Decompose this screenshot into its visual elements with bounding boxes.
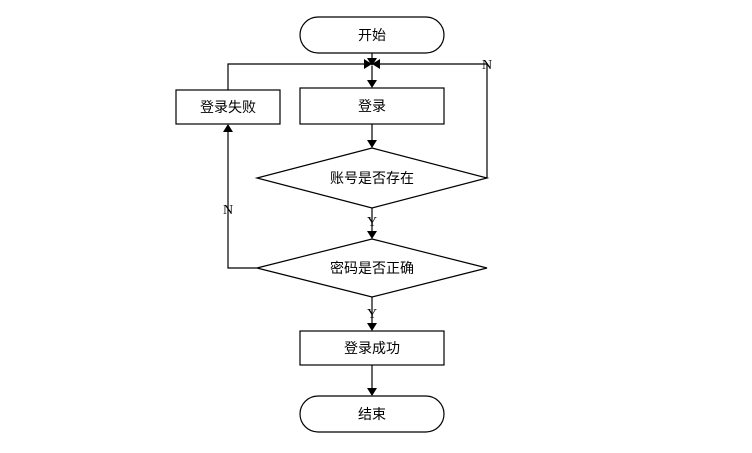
login-node: 登录	[299, 87, 445, 125]
arrow-password-no	[223, 124, 233, 132]
arrow-failed-merge	[364, 59, 372, 69]
login-label: 登录	[358, 99, 386, 115]
branch-no-password-label: N	[223, 203, 233, 218]
end-node: 结束	[299, 395, 445, 433]
login-failed-label: 登录失败	[200, 100, 256, 116]
end-label: 结束	[358, 407, 386, 423]
arrow-success-end	[367, 388, 377, 396]
account-exists-label: 账号是否存在	[330, 171, 414, 187]
start-node: 开始	[299, 16, 445, 54]
arrow-password-yes	[367, 323, 377, 331]
connector-failed-merge	[227, 63, 364, 90]
arrow-account-yes	[367, 231, 377, 239]
login-failed-node: 登录失败	[175, 89, 281, 125]
arrow-account-no	[372, 59, 380, 69]
arrow-start-merge	[367, 58, 377, 66]
arrow-merge-login	[367, 80, 377, 88]
connector-password-no	[227, 132, 257, 269]
connector-account-no	[380, 63, 488, 178]
branch-yes-account-label: Y	[367, 215, 377, 230]
password-correct-decision: 密码是否正确	[256, 238, 488, 298]
login-success-node: 登录成功	[299, 330, 445, 366]
login-success-label: 登录成功	[344, 341, 400, 357]
branch-no-account-label: N	[482, 58, 492, 73]
arrow-login-account	[367, 140, 377, 148]
account-exists-decision: 账号是否存在	[254, 147, 490, 209]
password-correct-label: 密码是否正确	[330, 260, 414, 277]
branch-yes-password-label: Y	[367, 307, 377, 322]
start-label: 开始	[358, 28, 386, 44]
